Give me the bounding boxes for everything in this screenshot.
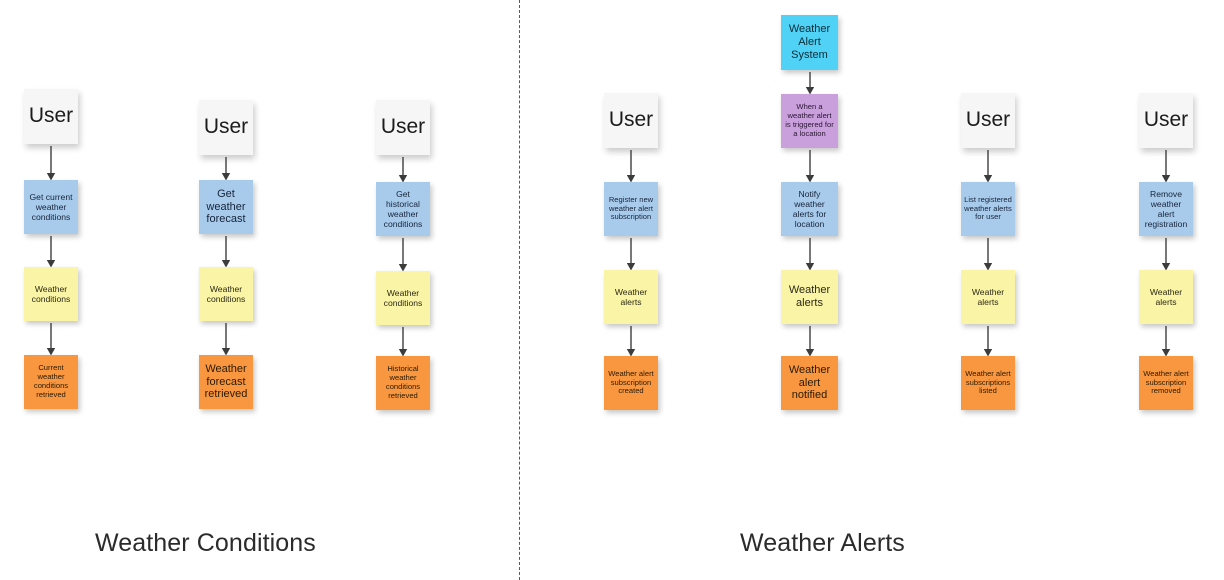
group-divider	[519, 0, 520, 580]
node-event-weather-forecast-retrieved[interactable]: Weather forecast retrieved	[199, 355, 253, 409]
node-command-get-weather-forecast[interactable]: Get weather forecast	[199, 180, 253, 234]
node-label: Weather conditions	[31, 283, 71, 304]
arrow-weather-alerts-to-weather-alert-subscription-removed	[1161, 326, 1171, 357]
node-label: Weather alerts	[1149, 286, 1183, 307]
arrow-user-to-get-weather-forecast	[221, 157, 231, 181]
node-label: Weather alert subscription created	[608, 368, 654, 396]
node-command-register-new-weather-alert-subscription[interactable]: Register new weather alert subscription	[604, 182, 658, 236]
group-caption-weather-alerts: Weather Alerts	[740, 529, 905, 557]
node-policy-when-a-weather-alert-is-triggered-for-a-location[interactable]: When a weather alert is triggered for a …	[781, 94, 838, 148]
node-label: When a weather alert is triggered for a …	[785, 102, 834, 138]
node-label: Get current weather conditions	[29, 191, 73, 223]
node-command-get-historical-weather-conditions[interactable]: Get historical weather conditions	[376, 182, 430, 236]
node-label: User	[380, 115, 426, 139]
arrow-user-to-register-new-weather-alert-subscription	[626, 150, 636, 183]
node-label: User	[28, 104, 74, 128]
node-event-weather-alert-subscription-created[interactable]: Weather alert subscription created	[604, 356, 658, 410]
node-label: Weather alert subscriptions listed	[965, 368, 1011, 396]
node-readmodel-weather-conditions[interactable]: Weather conditions	[24, 267, 78, 321]
node-readmodel-weather-alerts[interactable]: Weather alerts	[604, 270, 658, 324]
node-command-get-current-weather-conditions[interactable]: Get current weather conditions	[24, 180, 78, 234]
node-label: User	[1143, 108, 1189, 132]
arrow-user-to-remove-weather-alert-registration	[1161, 150, 1171, 183]
node-label: Weather alert notified	[788, 363, 831, 402]
group-caption-weather-conditions: Weather Conditions	[95, 529, 316, 557]
arrow-weather-conditions-to-current-weather-conditions-retrieved	[46, 323, 56, 356]
node-readmodel-weather-conditions[interactable]: Weather conditions	[199, 267, 253, 321]
node-label: Weather forecast retrieved	[204, 362, 248, 401]
node-label: User	[965, 108, 1011, 132]
node-command-list-registered-weather-alerts-for-user[interactable]: List registered weather alerts for user	[961, 182, 1015, 236]
node-event-weather-alert-subscriptions-listed[interactable]: Weather alert subscriptions listed	[961, 356, 1015, 410]
node-event-weather-alert-notified[interactable]: Weather alert notified	[781, 356, 838, 410]
arrow-list-registered-weather-alerts-for-user-to-weather-alerts	[983, 238, 993, 271]
node-label: List registered weather alerts for user	[964, 194, 1012, 222]
node-label: Current weather conditions retrieved	[33, 363, 69, 399]
arrow-get-current-weather-conditions-to-weather-conditions	[46, 236, 56, 268]
node-label: Weather alert subscription removed	[1143, 368, 1189, 396]
node-label: Historical weather conditions retrieved	[385, 364, 421, 400]
node-actor-user[interactable]: User	[24, 89, 78, 144]
arrow-register-new-weather-alert-subscription-to-weather-alerts	[626, 238, 636, 271]
arrow-user-to-get-current-weather-conditions	[46, 146, 56, 181]
arrow-weather-alert-system-to-when-a-weather-alert-is-triggered-for-a-location	[805, 72, 814, 95]
node-label: Remove weather alert registration	[1144, 188, 1188, 230]
node-readmodel-weather-alerts[interactable]: Weather alerts	[961, 270, 1015, 324]
node-label: User	[203, 115, 249, 139]
arrow-remove-weather-alert-registration-to-weather-alerts	[1161, 238, 1171, 271]
arrow-weather-conditions-to-historical-weather-conditions-retrieved	[398, 327, 408, 357]
node-label: Weather conditions	[206, 283, 246, 304]
node-label: Weather Alert System	[788, 23, 831, 61]
node-event-weather-alert-subscription-removed[interactable]: Weather alert subscription removed	[1139, 356, 1193, 410]
node-command-notify-weather-alerts-for-location[interactable]: Notify weather alerts for location	[781, 182, 838, 236]
node-label: Register new weather alert subscription	[608, 194, 654, 222]
arrow-user-to-list-registered-weather-alerts-for-user	[983, 150, 993, 183]
node-actor-user[interactable]: User	[961, 93, 1015, 148]
node-label: User	[608, 108, 654, 132]
node-label: Get weather forecast	[206, 187, 246, 226]
node-label: Weather alerts	[614, 286, 648, 307]
node-actor-user[interactable]: User	[376, 100, 430, 155]
arrow-weather-conditions-to-weather-forecast-retrieved	[221, 323, 231, 356]
arrow-user-to-get-historical-weather-conditions	[398, 157, 408, 183]
node-actor-user[interactable]: User	[604, 93, 658, 148]
node-readmodel-weather-alerts[interactable]: Weather alerts	[1139, 270, 1193, 324]
arrow-weather-alerts-to-weather-alert-subscriptions-listed	[983, 326, 993, 357]
arrow-get-weather-forecast-to-weather-conditions	[221, 236, 231, 268]
node-actor-user[interactable]: User	[1139, 93, 1193, 148]
node-label: Weather alerts	[788, 284, 831, 309]
node-label: Weather conditions	[383, 287, 423, 308]
node-event-current-weather-conditions-retrieved[interactable]: Current weather conditions retrieved	[24, 355, 78, 409]
node-label: Get historical weather conditions	[383, 188, 423, 230]
node-label: Notify weather alerts for location	[792, 188, 827, 230]
arrow-notify-weather-alerts-for-location-to-weather-alerts	[805, 238, 814, 271]
node-readmodel-weather-alerts[interactable]: Weather alerts	[781, 270, 838, 324]
node-actor-user[interactable]: User	[199, 100, 253, 155]
arrow-weather-alerts-to-weather-alert-notified	[805, 326, 814, 357]
node-event-historical-weather-conditions-retrieved[interactable]: Historical weather conditions retrieved	[376, 356, 430, 410]
arrow-get-historical-weather-conditions-to-weather-conditions	[398, 238, 408, 272]
node-readmodel-weather-conditions[interactable]: Weather conditions	[376, 271, 430, 325]
arrow-weather-alerts-to-weather-alert-subscription-created	[626, 326, 636, 357]
arrow-when-a-weather-alert-is-triggered-for-a-location-to-notify-weather-alerts-for-location	[805, 150, 814, 183]
node-label: Weather alerts	[971, 286, 1005, 307]
node-system-weather-alert-system[interactable]: Weather Alert System	[781, 15, 838, 70]
node-command-remove-weather-alert-registration[interactable]: Remove weather alert registration	[1139, 182, 1193, 236]
